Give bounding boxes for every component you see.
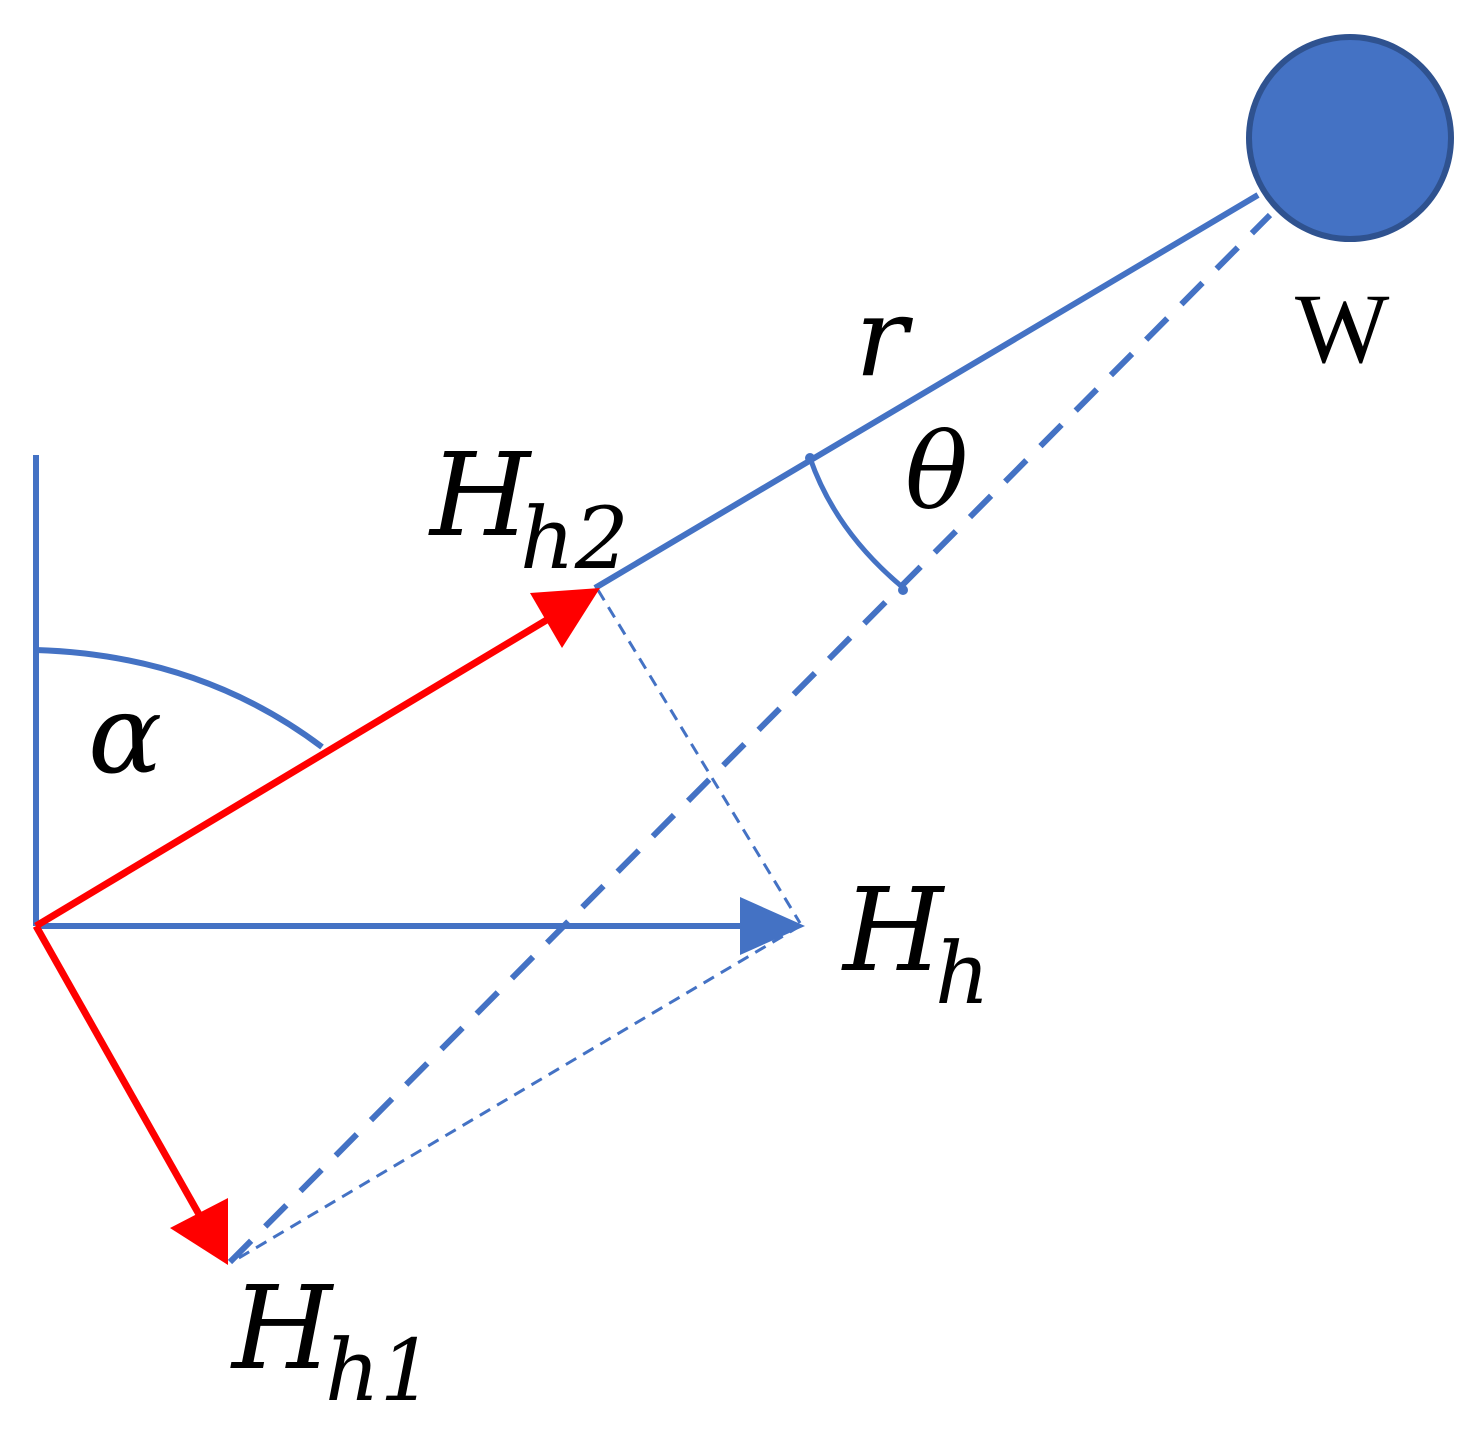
hh1-label-main: H xyxy=(230,1262,335,1396)
hh1-vector-line xyxy=(32,924,209,1227)
alpha-arc xyxy=(35,647,324,750)
r-line xyxy=(593,192,1260,591)
w-label: W xyxy=(1295,273,1390,384)
dashed-projection-h2 xyxy=(596,589,802,924)
r-label: r xyxy=(855,273,914,401)
hh2-label-sub: h2 xyxy=(520,490,629,589)
hh2-vector-line xyxy=(34,608,562,930)
hh-label-sub: h xyxy=(935,925,990,1024)
w-node xyxy=(1246,34,1454,242)
dashed-line-to-w xyxy=(227,212,1273,1265)
dashed-projection-h1 xyxy=(231,924,801,1264)
hh2-label-main: H xyxy=(428,429,533,563)
theta-label: θ xyxy=(905,411,968,533)
hh2-arrowhead xyxy=(530,588,600,648)
hh-arrowhead xyxy=(740,897,805,955)
alpha-label: α xyxy=(88,670,162,798)
theta-arc-end-dot xyxy=(898,585,908,595)
hh1-label-sub: h1 xyxy=(325,1322,434,1421)
theta-arc-start-dot xyxy=(805,453,815,463)
theta-arc xyxy=(807,457,902,587)
hh-label-main: H xyxy=(841,864,946,998)
hh1-arrowhead xyxy=(170,1198,228,1265)
